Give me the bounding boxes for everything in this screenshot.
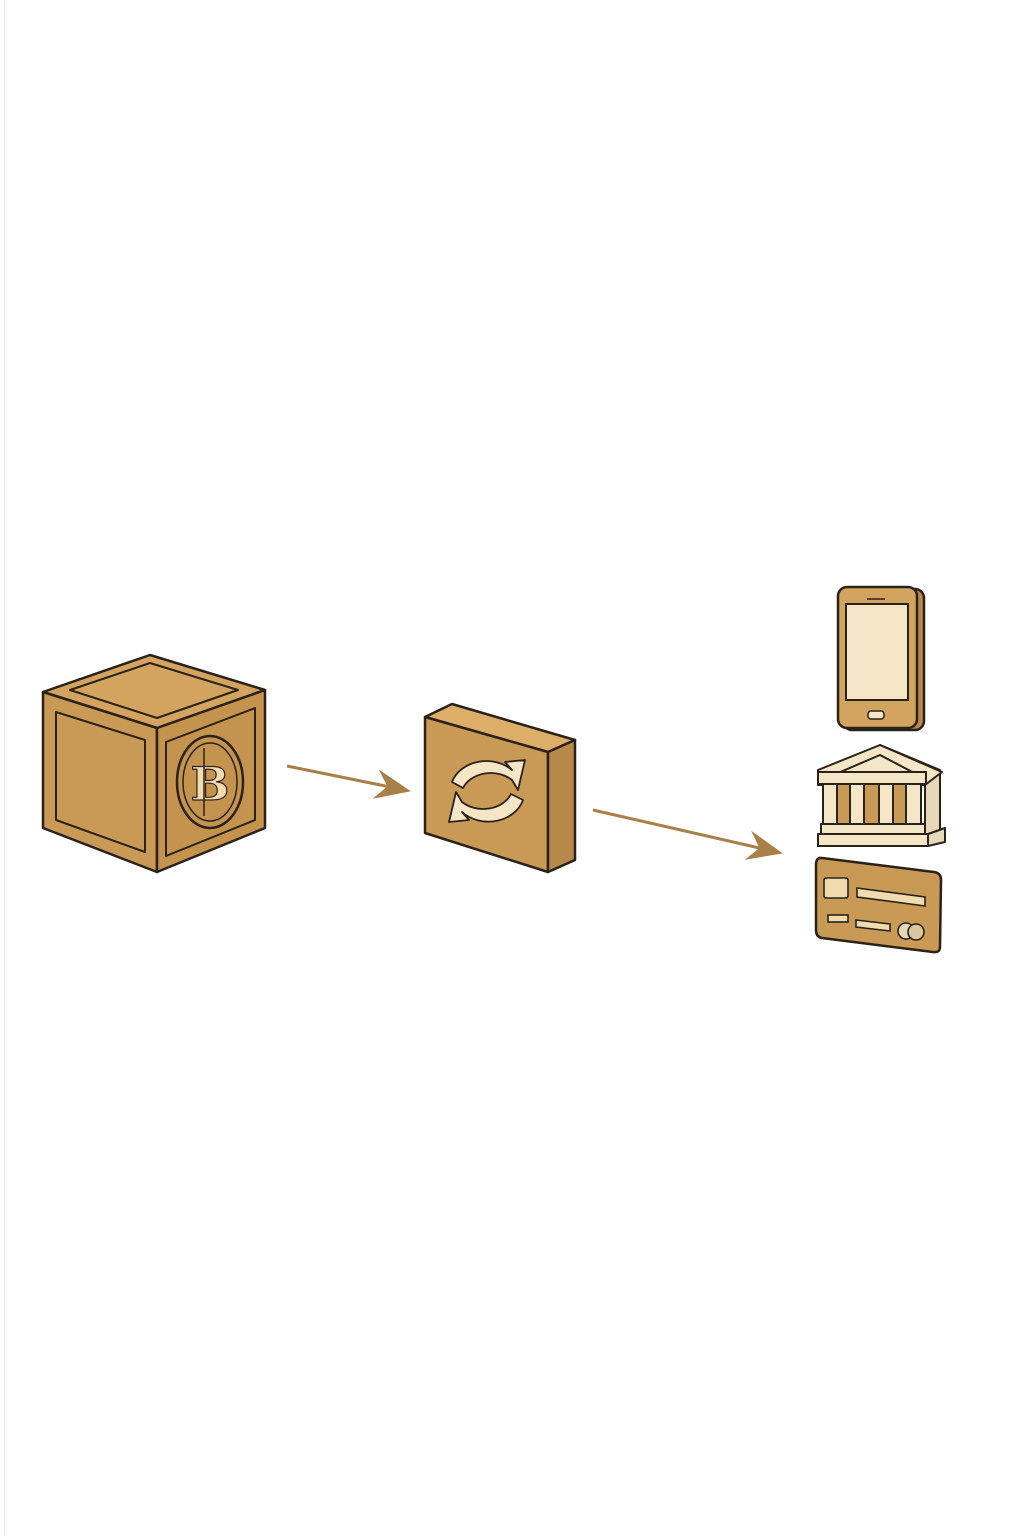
flow-arrow-1 xyxy=(286,764,411,799)
sync-icon xyxy=(423,702,577,874)
flow-arrow-2 xyxy=(592,808,783,860)
credit-card-icon xyxy=(814,856,943,954)
mobile-phone-icon xyxy=(836,585,926,732)
bank-icon xyxy=(817,744,946,847)
bitcoin-cube-icon: B xyxy=(41,653,267,874)
page-edge xyxy=(4,0,5,1536)
svg-text:B: B xyxy=(191,757,230,811)
